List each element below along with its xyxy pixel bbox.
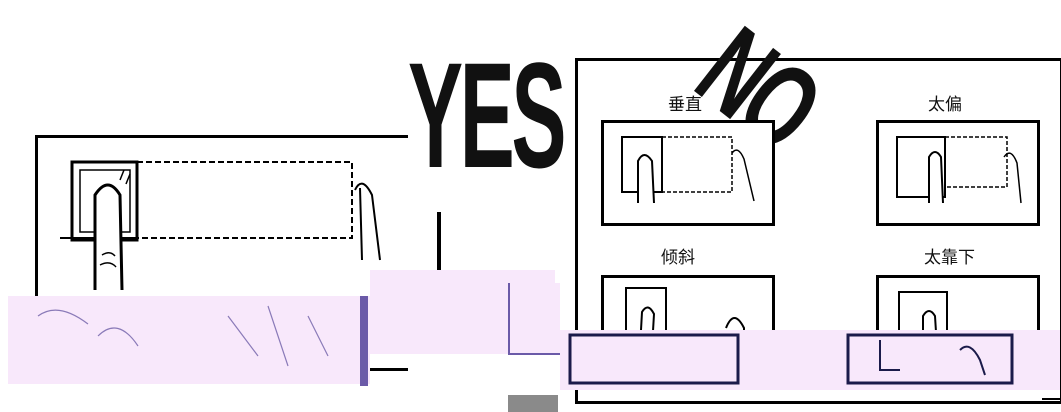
divider-mark bbox=[437, 212, 441, 270]
glitch-sketch-right bbox=[568, 333, 1014, 385]
thumb-too-offset bbox=[876, 120, 1040, 226]
gray-block bbox=[508, 395, 558, 412]
corner-mark bbox=[1042, 398, 1061, 400]
yes-finger-illustration bbox=[60, 160, 381, 291]
label-too-offset: 太偏 bbox=[928, 95, 962, 115]
thumb-too-offset-illustration bbox=[896, 136, 1022, 204]
label-too-low: 太靠下 bbox=[924, 248, 975, 268]
label-vertical: 垂直 bbox=[668, 95, 702, 115]
thumb-vertical-illustration bbox=[621, 136, 755, 204]
glitch-box bbox=[508, 283, 560, 355]
glitch-region-right bbox=[560, 330, 1060, 390]
yes-heading: YES bbox=[408, 31, 566, 199]
glitch-region-left bbox=[8, 296, 370, 384]
label-tilted: 倾斜 bbox=[661, 248, 695, 268]
glitch-sketch-left bbox=[37, 305, 329, 367]
glitch-line bbox=[360, 296, 368, 386]
thumb-vertical bbox=[601, 120, 775, 226]
